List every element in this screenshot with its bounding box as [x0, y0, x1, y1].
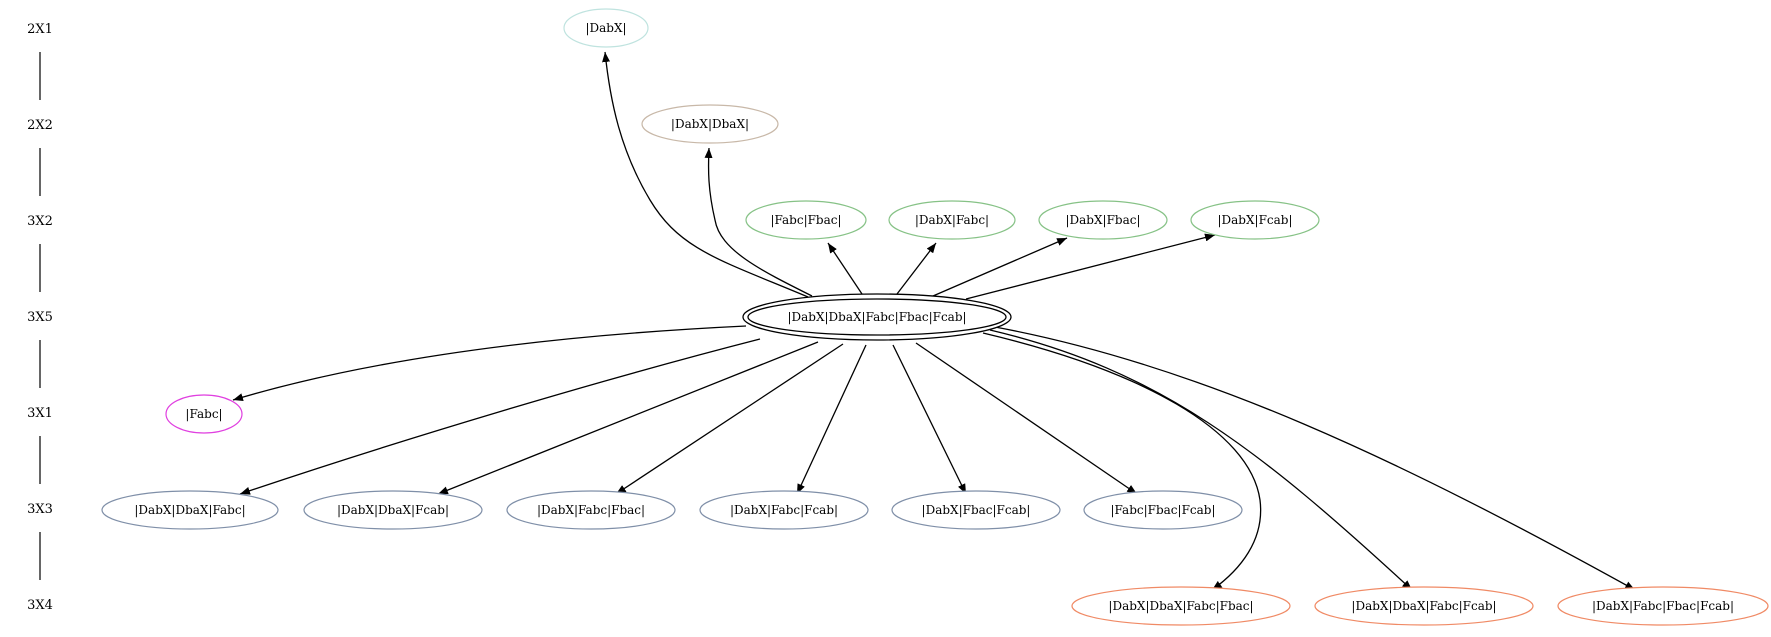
node-dabx-fabc-fbac-fcab-shape	[1557, 586, 1769, 626]
rank-label-3: 3X2	[27, 214, 53, 229]
node-dabx-dbax-fabc-fcab-label: |DabX|DbaX|Fabc|Fcab|	[1351, 599, 1496, 613]
edges	[232, 51, 1636, 591]
node-dabx-dbax-fcab-label: |DabX|DbaX|Fcab|	[337, 503, 449, 517]
node-dabx-dbax: |DabX|DbaX|	[641, 104, 779, 144]
node-fabc-fbac-label: |Fabc|Fbac|	[770, 213, 841, 227]
node-dabx-fabc-fbac-shape	[506, 490, 676, 530]
rank-label-2: 2X2	[27, 118, 53, 133]
node-dabx-dbax-fcab-shape	[303, 490, 483, 530]
edge-center-to-dabx-dbax-fabc	[239, 338, 761, 495]
node-dabx-fabc-fbac-label: |DabX|Fabc|Fbac|	[537, 503, 645, 517]
node-dabx-fabc-label: |DabX|Fabc|	[915, 213, 989, 227]
node-dabx-dbax-fabc-shape	[101, 490, 279, 530]
node-dabx-fcab-shape	[1190, 200, 1320, 240]
edge-center-to-dabx	[602, 51, 809, 298]
node-dabx-fcab-label: |DabX|Fcab|	[1217, 213, 1292, 227]
node-fabc-label: |Fabc|	[185, 407, 222, 421]
node-fabc-fbac-fcab-label: |Fabc|Fbac|Fcab|	[1110, 503, 1215, 517]
node-fabc: |Fabc|	[165, 394, 243, 434]
edge-center-to-dabx-dbax-fcab	[437, 341, 819, 495]
edge-center-to-dabx-fabc-fbac-fcab	[994, 326, 1636, 591]
node-dabx-fabc-fcab-label: |DabX|Fabc|Fcab|	[730, 503, 838, 517]
node-dabx-dbax-shape	[641, 104, 779, 144]
node-dabx-dbax-fcab: |DabX|DbaX|Fcab|	[303, 490, 483, 530]
node-center-label: |DabX|DbaX|Fabc|Fbac|Fcab|	[787, 310, 966, 324]
node-dabx-fabc-fcab: |DabX|Fabc|Fcab|	[699, 490, 869, 530]
node-dabx-dbax-fabc-fbac-label: |DabX|DbaX|Fabc|Fbac|	[1108, 599, 1253, 613]
edge-center-to-dabx-dbax	[704, 147, 813, 297]
node-dabx-fbac-fcab-shape	[891, 490, 1061, 530]
node-dabx-shape	[563, 8, 649, 48]
node-dabx-fbac-fcab-label: |DabX|Fbac|Fcab|	[922, 503, 1031, 517]
edge-center-to-fabc-fbac	[827, 242, 863, 295]
node-dabx-dbax-fabc-label: |DabX|DbaX|Fabc|	[134, 503, 245, 517]
edge-center-to-dabx-fcab	[965, 233, 1216, 300]
edge-center-to-fabc	[232, 325, 747, 401]
node-fabc-fbac-fcab-shape	[1083, 490, 1243, 530]
node-fabc-fbac: |Fabc|Fbac|	[745, 200, 867, 240]
node-dabx-dbax-label: |DabX|DbaX|	[671, 117, 749, 131]
rank-timeline: 2X1 2X2 3X2 3X5 3X1 3X3 3X4	[27, 22, 53, 613]
node-dabx-dbax-fabc-fbac-shape	[1071, 586, 1291, 626]
rank-label-1: 2X1	[27, 22, 53, 37]
node-dabx-fbac-shape	[1038, 200, 1168, 240]
node-dabx-fabc-fbac: |DabX|Fabc|Fbac|	[506, 490, 676, 530]
node-dabx-fbac-label: |DabX|Fbac|	[1065, 213, 1140, 227]
node-center-outer-shape	[742, 293, 1012, 341]
node-fabc-fbac-fcab: |Fabc|Fbac|Fcab|	[1083, 490, 1243, 530]
edge-center-to-dabx-dbax-fabc-fcab	[989, 329, 1413, 591]
node-dabx-dbax-fabc: |DabX|DbaX|Fabc|	[101, 490, 279, 530]
node-dabx: |DabX|	[563, 8, 649, 48]
node-dabx-fabc-fcab-shape	[699, 490, 869, 530]
node-dabx-fabc-shape	[888, 200, 1016, 240]
rank-label-6: 3X3	[27, 502, 53, 517]
nodes: |DabX| |DabX|DbaX| |Fabc|Fbac| |DabX|Fab…	[101, 8, 1769, 626]
node-center: |DabX|DbaX|Fabc|Fbac|Fcab|	[742, 293, 1012, 341]
node-fabc-shape	[165, 394, 243, 434]
node-fabc-fbac-shape	[745, 200, 867, 240]
edge-center-to-dabx-fabc-fbac	[615, 343, 844, 495]
node-dabx-fabc-fbac-fcab-label: |DabX|Fabc|Fbac|Fcab|	[1592, 599, 1734, 613]
edge-center-to-dabx-dbax-fabc-fbac	[982, 332, 1262, 591]
node-dabx-fabc: |DabX|Fabc|	[888, 200, 1016, 240]
node-dabx-fcab: |DabX|Fcab|	[1190, 200, 1320, 240]
edge-center-to-dabx-fbac	[932, 237, 1068, 297]
node-dabx-dbax-fabc-fcab-shape	[1314, 586, 1534, 626]
node-dabx-label: |DabX|	[585, 21, 626, 35]
edge-center-to-fabc-fbac-fcab	[915, 342, 1138, 495]
rank-label-7: 3X4	[27, 598, 53, 613]
node-dabx-dbax-fabc-fcab: |DabX|DbaX|Fabc|Fcab|	[1314, 586, 1534, 626]
node-center-inner-shape	[747, 298, 1007, 336]
edge-center-to-dabx-fabc-fcab	[796, 344, 867, 495]
node-dabx-fbac: |DabX|Fbac|	[1038, 200, 1168, 240]
edge-center-to-dabx-fbac-fcab	[892, 344, 967, 495]
rank-label-4: 3X5	[27, 310, 53, 325]
node-dabx-fbac-fcab: |DabX|Fbac|Fcab|	[891, 490, 1061, 530]
node-dabx-fabc-fbac-fcab: |DabX|Fabc|Fbac|Fcab|	[1557, 586, 1769, 626]
edge-center-to-dabx-fabc	[896, 242, 937, 295]
rank-label-5: 3X1	[27, 406, 53, 421]
node-dabx-dbax-fabc-fbac: |DabX|DbaX|Fabc|Fbac|	[1071, 586, 1291, 626]
